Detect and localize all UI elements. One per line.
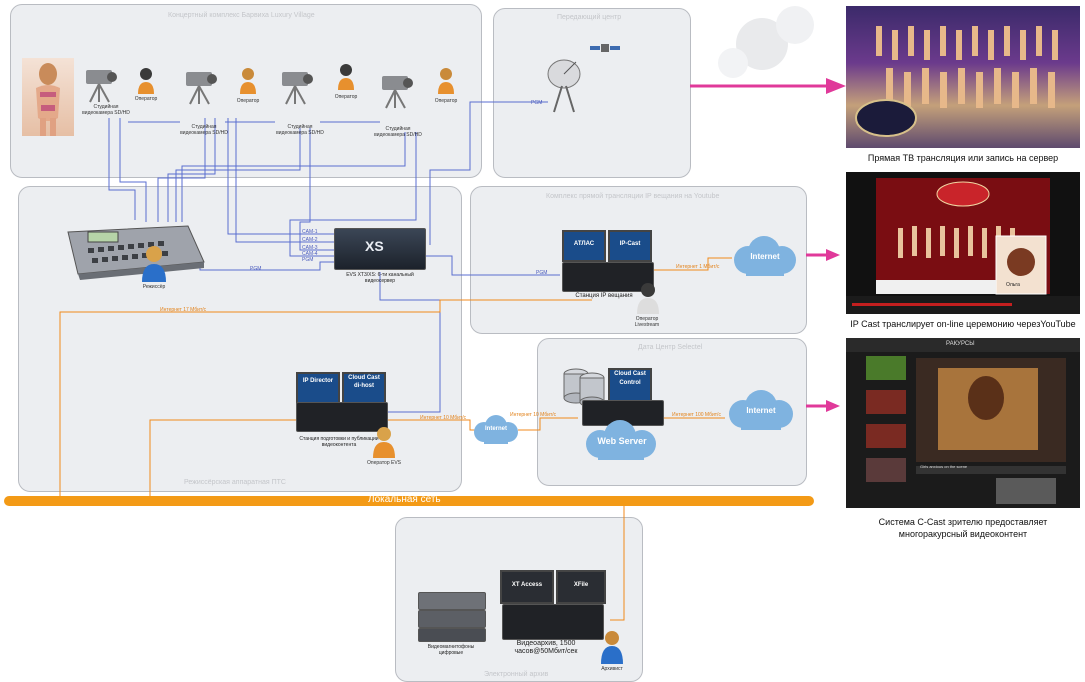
evs-label: EVS XT3/XS: 6-ти канальный видеосервер <box>346 272 414 284</box>
youtube-screen: Ольга <box>846 172 1080 314</box>
transmit-title: Передающий центр <box>557 14 622 21</box>
operator-icon <box>238 66 258 94</box>
ccast-title: РАКУРСЫ <box>946 341 975 347</box>
director-label: Режиссёр <box>142 284 166 290</box>
monitor-ip-cast: IP-Cast <box>608 230 652 262</box>
archive-operator-label: Архивист <box>601 666 623 672</box>
internet-label: Internet <box>484 426 507 432</box>
prep-rack <box>296 402 388 432</box>
operator-icon <box>372 426 396 458</box>
wire-label-cam4: CAM-4 <box>302 251 318 257</box>
wire-label-internet: Интернет 10 Мбит/с <box>510 412 557 418</box>
monitor-xt-access: XT Access <box>500 570 554 604</box>
camera-label: Студийная видеокамера SD/HD <box>374 126 422 138</box>
operator-icon <box>436 66 456 94</box>
tape-recorder <box>418 592 486 610</box>
local-network-label: Локальная сеть <box>368 494 441 505</box>
director-title: Режиссёрская аппаратная ПТС <box>184 479 286 486</box>
wire-label-cam2: CAM-2 <box>302 237 318 243</box>
director-icon <box>140 244 168 282</box>
prep-operator-label: Оператор EVS <box>366 460 402 466</box>
tv-caption: Прямая ТВ трансляция или запись на серве… <box>867 153 1059 163</box>
operator-icon <box>600 630 624 664</box>
decor-circle <box>718 48 748 78</box>
wire-label-pgm: PGM <box>531 100 543 106</box>
archive-rack <box>502 604 604 640</box>
studio-camera <box>378 70 418 110</box>
transmit-panel <box>493 8 691 178</box>
operator-icon <box>336 62 356 90</box>
monitor-ip-director: IP Director <box>296 372 340 404</box>
youtube-title: Комплекс прямой трансляции IP вещания на… <box>546 193 720 200</box>
local-network-bus <box>4 496 814 506</box>
recorders-label: Видеомагнитофоны цифровые <box>427 644 475 656</box>
ip-station-rack <box>562 262 654 292</box>
datacenter-title: Дата Центр Selectel <box>638 344 703 351</box>
ccast-caption-line2: многоракурсный видеоконтент <box>898 529 1028 539</box>
archive-label: Видеоархив, 1500 часов@50Мбит/сек <box>514 640 578 655</box>
concert-hall-title: Концертный комплекс Барвиха Luxury Villa… <box>168 12 315 19</box>
tape-recorder <box>418 610 486 628</box>
ccast-screen: РАКУРСЫ Girls anxious on the scene <box>846 338 1080 508</box>
concert-hall-panel <box>10 4 482 178</box>
wire-label-internet: Интернет 1 Мбит/с <box>676 264 720 270</box>
wire-label-cam3: CAM-3 <box>302 245 318 251</box>
prep-station-label: Станция подготовки и публикации видеокон… <box>299 436 379 448</box>
wire-label-pgm: PGM <box>302 257 314 263</box>
wire-label-pgm: PGM <box>250 266 262 272</box>
ip-station-label: Станция IP вещания <box>575 293 633 299</box>
archive-title: Электронный архив <box>484 671 549 678</box>
wire-label-internet: Интернет 100 Мбит/с <box>672 412 721 418</box>
video-switcher <box>58 218 208 280</box>
wire-label-pgm: PGM <box>536 270 548 276</box>
web-server-cloud: Web Server <box>580 420 664 462</box>
monitor-xfile: XFile <box>556 570 606 604</box>
model-photo <box>22 58 74 136</box>
satellite-dish-icon <box>544 54 590 114</box>
internet-cloud: Internet <box>730 234 800 280</box>
tv-broadcast-screen <box>846 6 1080 148</box>
internet-label: Internet <box>750 252 780 261</box>
operator-label: Оператор <box>434 98 458 104</box>
evs-screen-text: XS <box>365 238 384 254</box>
camera-label: Студийная видеокамера SD/HD <box>180 124 228 136</box>
operator-label: Оператор <box>134 96 158 102</box>
operator-icon <box>136 66 156 94</box>
decor-circle <box>776 6 814 44</box>
operator-icon <box>636 282 660 314</box>
monitor-cloud-control: Cloud Cast Control <box>608 368 652 402</box>
wire-label-internet: Интернет 10 Мбит/с <box>420 415 467 421</box>
ccast-note: Girls anxious on the scene <box>920 464 968 469</box>
evs-server: XS <box>334 228 426 270</box>
internet-cloud: Internet <box>472 414 520 446</box>
camera-label: Студийная видеокамера SD/HD <box>276 124 324 136</box>
operator-label: Оператор <box>236 98 260 104</box>
satellite-icon <box>590 36 620 60</box>
internet-cloud: Internet <box>725 388 797 434</box>
wire-label-internet: Интернет 17 Мбит/с <box>160 307 207 313</box>
ip-operator-label: Оператор Livestream <box>634 316 660 328</box>
wire-label-cam1: CAM-1 <box>302 229 318 235</box>
internet-label: Internet <box>746 406 776 415</box>
web-server-label: Web Server <box>597 436 647 446</box>
monitor-cloud-cast: Cloud Cast di-host <box>342 372 386 404</box>
studio-camera <box>82 64 122 104</box>
tape-recorder <box>418 628 486 642</box>
ccast-caption-line1: Система C-Cast зрителю предоставляет <box>878 517 1048 527</box>
monitor-atlas: АТЛАС <box>562 230 606 262</box>
operator-label: Оператор <box>334 94 358 100</box>
studio-camera <box>182 66 222 106</box>
camera-label: Студийная видеокамера SD/HD <box>82 104 130 116</box>
youtube-name-label: Ольга <box>1006 282 1020 288</box>
youtube-caption: IP Cast транслирует on-line церемонию че… <box>850 319 1076 329</box>
studio-camera <box>278 66 318 106</box>
